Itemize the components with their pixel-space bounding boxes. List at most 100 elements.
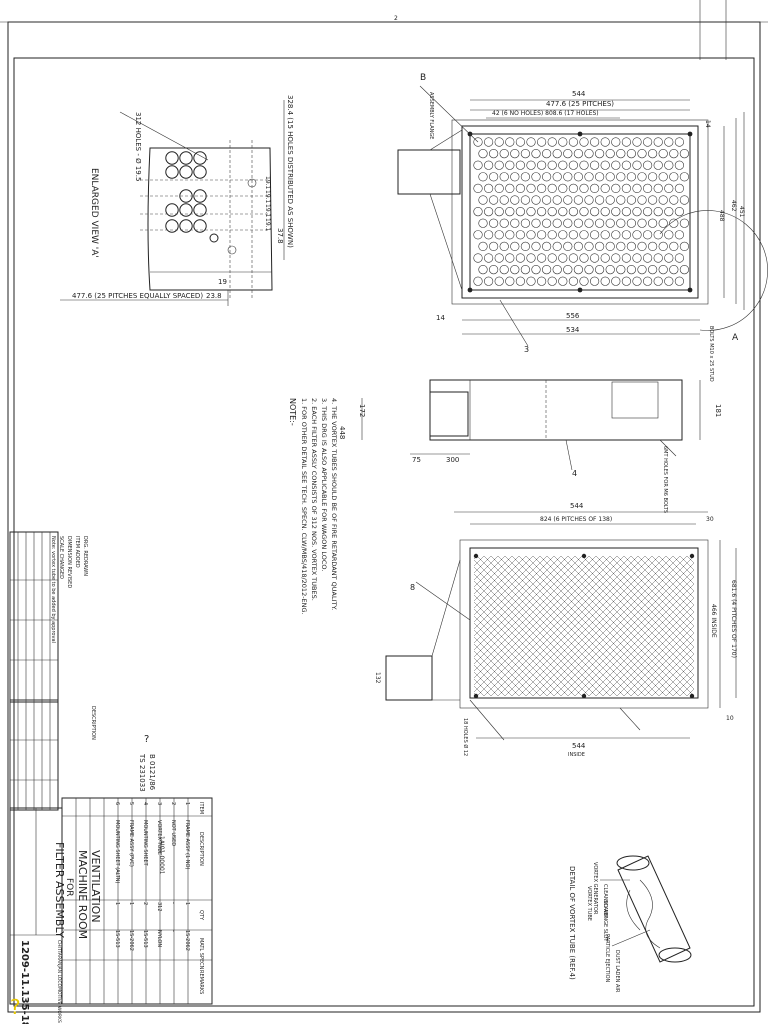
vortex-tube-hole	[632, 160, 642, 170]
vortex-tube-hole	[526, 183, 536, 193]
vortex-tube-hole	[584, 265, 594, 275]
mesh-line	[474, 556, 583, 665]
mesh-line	[757, 556, 768, 696]
vortex-tube-hole	[674, 230, 685, 240]
parts-cell: FRAME ASSY (PVC)	[128, 820, 134, 867]
vortex-tube-hole	[669, 195, 679, 205]
side-dim-left: 448	[338, 426, 346, 439]
vortex-tube-hole	[653, 276, 663, 286]
vortex-tube-hole	[547, 160, 557, 170]
mesh-line	[274, 556, 414, 696]
vortex-tube-hole	[510, 218, 520, 228]
vortex-tube-hole	[489, 241, 499, 251]
enlarged-hole	[165, 219, 179, 233]
vortex-tube-hole	[505, 230, 515, 240]
vortex-tube-hole	[531, 241, 541, 251]
vortex-tube-hole	[594, 218, 605, 228]
vortex-tube-hole	[484, 207, 494, 217]
vortex-tube-hole	[594, 149, 605, 159]
vortex-tube-hole	[653, 160, 663, 170]
vortex-tube-hole	[647, 241, 658, 251]
top-right-dim: 451	[738, 206, 745, 218]
vortex-tube-hole	[594, 172, 605, 182]
vortex-tube-hole	[484, 253, 494, 263]
mesh-line	[511, 556, 653, 696]
enlarged-bottom-dim: 477.6 (25 PITCHES EQUALLY SPACED)	[72, 292, 203, 300]
vortex-tube-hole	[499, 149, 509, 159]
front-bolt-hole	[581, 693, 587, 699]
vortex-tube-hole	[637, 218, 647, 228]
enlarged-pitch-value: 19.1	[264, 204, 271, 218]
parts-cell: 3	[156, 802, 162, 805]
mesh-line	[567, 569, 694, 696]
mesh-line	[474, 556, 520, 602]
revision-block	[9, 531, 59, 811]
enlarged-hole	[179, 203, 193, 217]
vortex-tube-hole	[547, 253, 557, 263]
vortex-tube-hole	[594, 265, 605, 275]
vortex-tube-hole	[647, 265, 658, 275]
enlarged-hole-note: 312 HOLES - Ø 19.5	[134, 112, 142, 181]
mesh-line	[651, 556, 694, 599]
vortex-tube-hole	[568, 207, 579, 217]
mesh-line	[323, 556, 463, 696]
parts-cell: NYLON	[156, 930, 162, 947]
parts-cell: 1S-2062	[128, 930, 134, 951]
mesh-line	[665, 556, 694, 585]
vortex-tube-hole	[616, 241, 626, 251]
mesh-line	[474, 556, 590, 672]
item-number: 1AI01-00001	[158, 836, 165, 875]
vortex-tube-hole	[674, 137, 685, 147]
vortex-tube-hole	[594, 195, 605, 205]
mesh-line	[288, 556, 428, 696]
vortex-tube-hole	[494, 137, 504, 147]
enlarged-hole	[179, 219, 193, 233]
side-dim-172: 172	[358, 404, 366, 417]
vortex-tube-hole	[679, 149, 690, 159]
bolt-hole	[687, 131, 693, 137]
vortex-tube-hole	[494, 276, 504, 286]
mesh-line	[623, 556, 694, 627]
parts-cell: MOUNTING SHEET	[142, 820, 148, 867]
mesh-line	[644, 556, 694, 606]
top-balloon-3: 3	[524, 345, 529, 354]
vortex-tube-hole	[563, 241, 573, 251]
mesh-line	[764, 556, 768, 696]
front-right-dim: 681.6 (4 PITCHES OF 170)	[730, 580, 737, 658]
top-right-dim: 14	[704, 120, 711, 128]
vortex-tube-hole	[573, 149, 584, 159]
vortex-tube-hole	[515, 207, 526, 217]
vortex-tube-hole	[526, 160, 536, 170]
mesh-line	[474, 636, 534, 696]
title-line-3: MACHINE ROOM	[76, 850, 89, 939]
top-left-14: 14	[436, 314, 445, 322]
enlarged-view-a	[60, 100, 285, 306]
vortex-tube-hole	[531, 172, 541, 182]
vortex-tube-hole	[541, 172, 552, 182]
ref-tags: TS 231033 B 0121/86	[138, 753, 156, 792]
front-bolt-hole	[473, 693, 479, 699]
vortex-tube-hole	[589, 276, 600, 286]
vortex-tube-hole	[526, 276, 536, 286]
enlarged-hole	[165, 151, 179, 165]
vortex-tube-hole	[558, 160, 568, 170]
vortex-tube-hole	[658, 218, 668, 228]
vortex-tube-hole	[531, 195, 541, 205]
vortex-tube-hole	[626, 218, 637, 228]
vortex-tube-hole	[637, 149, 647, 159]
rev-row-6: DESCRIPTION	[90, 706, 96, 740]
vortex-tube-hole	[605, 265, 615, 275]
mesh-line	[474, 664, 506, 696]
mesh-line	[302, 556, 442, 696]
top-right-dim: 488	[718, 210, 725, 222]
vortex-tube-hole	[489, 265, 499, 275]
parts-cell: 5	[128, 802, 134, 805]
mesh-line	[474, 671, 499, 696]
front-dim-132: 132	[374, 672, 381, 684]
vortex-tube-hole	[563, 172, 573, 182]
mesh-line	[736, 556, 768, 696]
vortex-tube-hole	[679, 241, 690, 251]
